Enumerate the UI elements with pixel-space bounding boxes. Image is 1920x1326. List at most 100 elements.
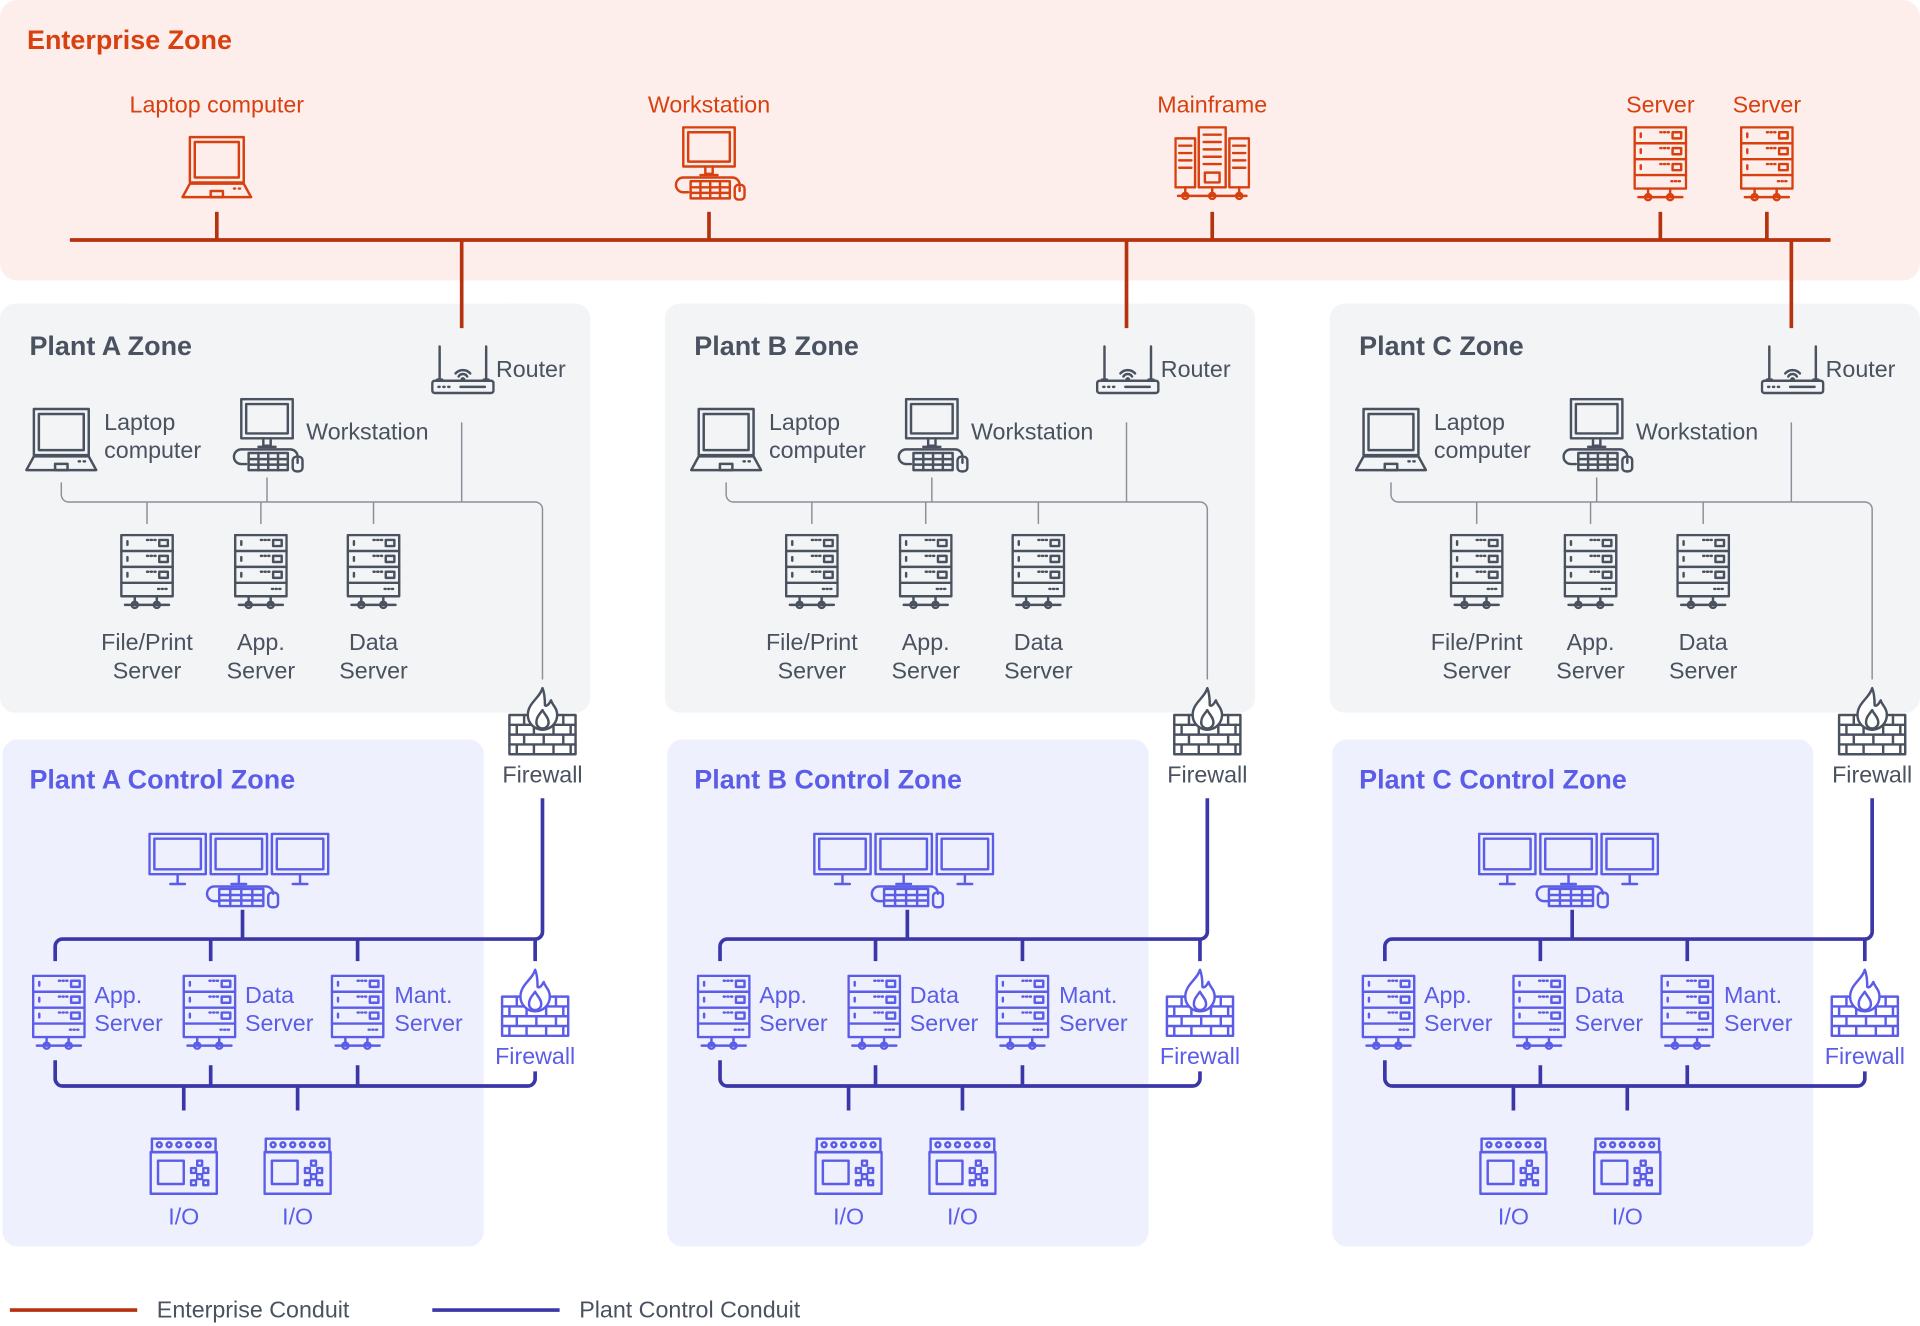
- control-zone-title: Plant A Control Zone: [29, 764, 295, 794]
- laptop-label-line2: computer: [104, 437, 201, 463]
- control-firewall[interactable]: Firewall: [495, 968, 575, 1069]
- workstation[interactable]: Workstation: [1562, 397, 1759, 473]
- firewall-label: Firewall: [1832, 761, 1912, 787]
- plant-a: Plant A Zone Router Laptop computer Work…: [0, 239, 591, 1247]
- io-label: I/O: [282, 1203, 313, 1229]
- server-label-line2: Server: [227, 657, 296, 683]
- laptop[interactable]: Laptop computer: [1354, 407, 1531, 472]
- firewall[interactable]: Firewall: [1832, 686, 1912, 787]
- enterprise-device[interactable]: Mainframe: [1157, 92, 1267, 240]
- enterprise-device[interactable]: Workstation: [648, 92, 770, 240]
- plant-control-conduit-lines: [53, 798, 545, 1111]
- server-label-line2: Server: [1556, 657, 1625, 683]
- control-firewall[interactable]: Firewall: [1825, 968, 1905, 1069]
- enterprise-device-label: Mainframe: [1157, 92, 1267, 118]
- control-firewall[interactable]: Firewall: [1160, 968, 1240, 1069]
- router-label: Router: [1826, 356, 1896, 382]
- laptop[interactable]: Laptop computer: [25, 407, 201, 472]
- plant-server[interactable]: File/Print Server: [1431, 533, 1523, 683]
- control-server[interactable]: App. Server: [1361, 974, 1493, 1050]
- server-label-line1: File/Print: [1431, 629, 1523, 655]
- plant-server[interactable]: App. Server: [1556, 533, 1625, 683]
- control-server-label-line2: Server: [1424, 1010, 1493, 1036]
- enterprise-device[interactable]: Server: [1733, 92, 1802, 240]
- control-server[interactable]: Data Server: [1512, 974, 1644, 1050]
- io-module[interactable]: I/O: [814, 1137, 883, 1230]
- enterprise-device-label: Server: [1626, 92, 1695, 118]
- control-firewall-label: Firewall: [1825, 1043, 1905, 1069]
- plant-zone-background: [1329, 303, 1920, 713]
- io-module[interactable]: I/O: [263, 1137, 332, 1230]
- plant-network-lines: [60, 422, 544, 680]
- plant-server[interactable]: File/Print Server: [101, 533, 193, 683]
- io-module[interactable]: I/O: [1593, 1137, 1662, 1230]
- router[interactable]: Router: [1760, 345, 1896, 395]
- workstation-label: Workstation: [971, 419, 1093, 445]
- enterprise-zone-background: [0, 0, 1920, 281]
- workstation-label: Workstation: [1636, 419, 1758, 445]
- plant-zone-title: Plant A Zone: [29, 331, 192, 361]
- laptop[interactable]: Laptop computer: [689, 407, 866, 472]
- io-module[interactable]: I/O: [149, 1137, 219, 1230]
- firewall-icon: [1830, 968, 1900, 1038]
- control-server[interactable]: Mant. Server: [330, 974, 463, 1050]
- firewall-label: Firewall: [1167, 761, 1247, 787]
- control-server-label-line1: Mant.: [394, 982, 452, 1008]
- io-label: I/O: [1498, 1203, 1529, 1229]
- control-server-label-line2: Server: [1724, 1010, 1793, 1036]
- server-label-line1: File/Print: [766, 629, 858, 655]
- laptop-label-line2: computer: [1434, 437, 1531, 463]
- plant-zone-title: Plant C Zone: [1359, 331, 1524, 361]
- laptop-label-line1: Laptop: [1434, 409, 1505, 435]
- server-label-line2: Server: [1004, 657, 1073, 683]
- control-server[interactable]: Mant. Server: [995, 974, 1128, 1050]
- control-server[interactable]: Data Server: [847, 974, 979, 1050]
- firewall-icon: [500, 968, 570, 1038]
- enterprise-device[interactable]: Laptop computer: [130, 92, 305, 240]
- control-server-label-line2: Server: [910, 1010, 979, 1036]
- io-module[interactable]: I/O: [928, 1137, 997, 1230]
- control-server[interactable]: App. Server: [31, 974, 163, 1050]
- server-label-line1: App.: [237, 629, 285, 655]
- plant-server[interactable]: File/Print Server: [766, 533, 858, 683]
- plant-zone-background: [664, 303, 1256, 713]
- plant-server[interactable]: App. Server: [891, 533, 960, 683]
- laptop-label-line1: Laptop: [104, 409, 175, 435]
- plant-network-lines: [725, 422, 1209, 680]
- legend: Enterprise Conduit Plant Control Conduit: [9, 1296, 801, 1322]
- workstation[interactable]: Workstation: [232, 397, 429, 473]
- firewall[interactable]: Firewall: [502, 686, 583, 787]
- firewall[interactable]: Firewall: [1167, 686, 1247, 787]
- plant-server[interactable]: Data Server: [1669, 533, 1738, 683]
- plant-b: Plant B Zone Router Laptop computer Work…: [664, 239, 1256, 1247]
- router-label: Router: [496, 356, 566, 382]
- control-server-label-line2: Server: [94, 1010, 163, 1036]
- control-zone-title: Plant B Control Zone: [694, 764, 962, 794]
- control-server[interactable]: Data Server: [182, 974, 314, 1050]
- control-server[interactable]: Mant. Server: [1660, 974, 1793, 1050]
- control-server-label-line1: Mant.: [1059, 982, 1117, 1008]
- plant-server[interactable]: Data Server: [339, 533, 408, 683]
- plant-server[interactable]: Data Server: [1004, 533, 1073, 683]
- server-label-line1: Data: [1014, 629, 1063, 655]
- enterprise-device[interactable]: Server: [1626, 92, 1695, 240]
- control-server-label-line2: Server: [394, 1010, 463, 1036]
- enterprise-device-label: Server: [1733, 92, 1802, 118]
- workstation-label: Workstation: [306, 419, 428, 445]
- server-label-line1: File/Print: [101, 629, 193, 655]
- router-label: Router: [1161, 356, 1231, 382]
- control-server-label-line1: Data: [245, 982, 294, 1008]
- server-label-line2: Server: [1669, 657, 1738, 683]
- plant-control-conduit-lines: [718, 798, 1210, 1111]
- enterprise-zone: Enterprise Zone Laptop computer Workstat…: [0, 0, 1920, 281]
- workstation[interactable]: Workstation: [897, 397, 1094, 473]
- server-label-line2: Server: [891, 657, 960, 683]
- server-label-line2: Server: [113, 657, 182, 683]
- control-server[interactable]: App. Server: [696, 974, 828, 1050]
- control-server-label-line2: Server: [245, 1010, 314, 1036]
- control-server-label-line2: Server: [1575, 1010, 1644, 1036]
- router[interactable]: Router: [431, 345, 566, 395]
- io-module[interactable]: I/O: [1479, 1137, 1548, 1230]
- router[interactable]: Router: [1095, 345, 1231, 395]
- plant-server[interactable]: App. Server: [227, 533, 296, 683]
